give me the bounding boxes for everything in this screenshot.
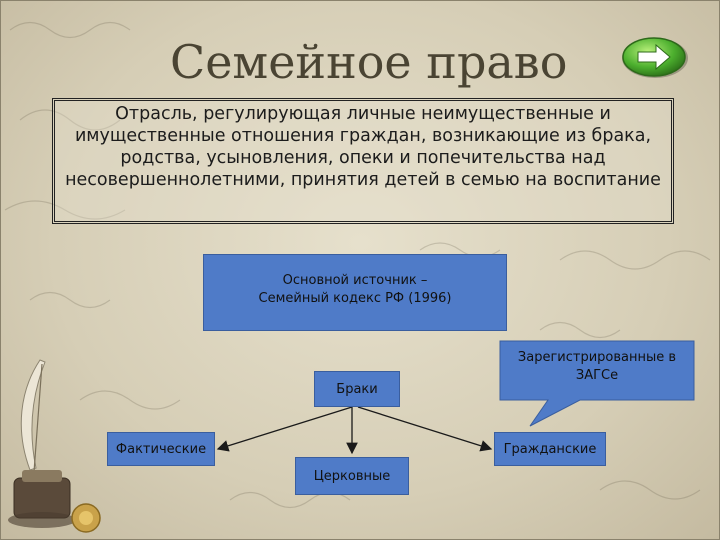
callout-line-2: ЗАГСе xyxy=(575,368,619,383)
source-box: Основной источник – Семейный кодекс РФ (… xyxy=(203,254,507,331)
marriages-label: Браки xyxy=(336,382,378,397)
definition-box xyxy=(52,98,674,224)
quill-inkwell-icon xyxy=(8,359,101,533)
page-title: Семейное право xyxy=(170,35,568,89)
callout-line-1: Зарегистрированные в xyxy=(517,350,677,365)
church-marriage-box: Церковные xyxy=(295,457,409,495)
callout-text: Зарегистрированные в ЗАГСе xyxy=(500,349,694,385)
source-line-2: Семейный кодекс РФ (1996) xyxy=(258,291,452,306)
factual-label: Фактические xyxy=(115,442,207,457)
source-line-1: Основной источник – xyxy=(282,273,428,288)
marriages-box: Браки xyxy=(314,371,400,407)
civil-label: Гражданские xyxy=(503,442,597,457)
factual-marriage-box: Фактические xyxy=(107,432,215,466)
church-label: Церковные xyxy=(313,469,391,484)
civil-marriage-box: Гражданские xyxy=(494,432,606,466)
definition-text: Отрасль, регулирующая личные неимуществе… xyxy=(65,104,661,190)
next-arrow-icon[interactable] xyxy=(620,36,690,80)
